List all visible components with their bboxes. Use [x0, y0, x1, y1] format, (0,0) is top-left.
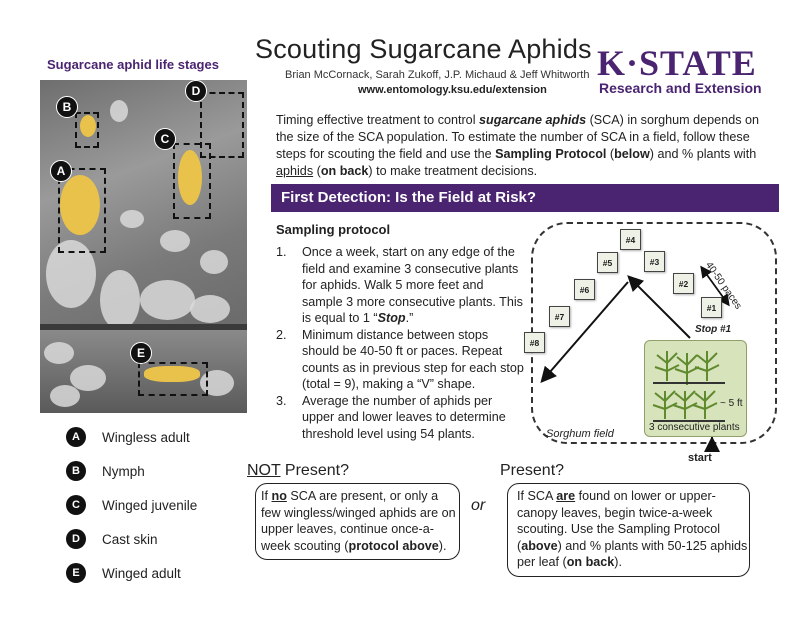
legend-letter: A — [66, 427, 86, 447]
legend-item: B Nymph — [66, 454, 246, 488]
field-label: Sorghum field — [546, 428, 614, 440]
stop-marker: #7 — [549, 306, 570, 327]
not-present-box: If no SCA are present, or only a few win… — [255, 483, 460, 560]
marker-d: D — [185, 80, 207, 102]
legend-letter: D — [66, 529, 86, 549]
marker-a: A — [50, 160, 72, 182]
corn-plant-icon — [652, 351, 725, 422]
kstate-logo-subtitle: Research and Extension — [599, 80, 762, 96]
sampling-steps: 1. Once a week, start on any edge of the… — [276, 244, 524, 442]
legend-item: A Wingless adult — [66, 420, 246, 454]
stop-marker: #2 — [673, 273, 694, 294]
not-present-title: NOT Present? — [247, 462, 349, 479]
stop-marker: #8 — [524, 332, 545, 353]
legend-letter: E — [66, 563, 86, 583]
plants-label: 3 consecutive plants — [649, 422, 740, 433]
stop-marker: #3 — [644, 251, 665, 272]
section-banner: First Detection: Is the Field at Risk? — [271, 184, 779, 212]
stop-marker: #6 — [574, 279, 595, 300]
marker-b: B — [56, 96, 78, 118]
legend-label: Winged adult — [102, 565, 181, 581]
stop-marker: #1 — [701, 297, 722, 318]
marker-c: C — [154, 128, 176, 150]
legend-label: Cast skin — [102, 531, 158, 547]
life-stages-title: Sugarcane aphid life stages — [47, 57, 219, 72]
intro-paragraph: Timing effective treatment to control su… — [276, 113, 759, 178]
plants-inset — [644, 340, 747, 437]
stop-marker: #4 — [620, 229, 641, 250]
legend-letter: B — [66, 461, 86, 481]
legend-label: Wingless adult — [102, 429, 190, 445]
legend-letter: C — [66, 495, 86, 515]
step-item: 3. Average the number of aphids per uppe… — [276, 393, 506, 441]
or-label: or — [471, 497, 486, 514]
aphid-photo: A B C D E — [40, 80, 247, 413]
sampling-title: Sampling protocol — [276, 222, 391, 237]
five-ft-label: ~ 5 ft — [720, 398, 743, 409]
stop1-label: Stop #1 — [695, 324, 732, 335]
legend-label: Nymph — [102, 463, 145, 479]
life-stage-legend: A Wingless adult B Nymph C Winged juveni… — [66, 420, 246, 590]
step-item: 1. Once a week, start on any edge of the… — [276, 245, 523, 325]
authors: Brian McCornack, Sarah Zukoff, J.P. Mich… — [285, 69, 590, 81]
step-item: 2. Minimum distance between stops should… — [276, 327, 524, 392]
present-title: Present? — [500, 462, 565, 479]
kstate-logo: K·STATE — [597, 43, 757, 83]
marker-e: E — [130, 342, 152, 364]
legend-item: C Winged juvenile — [66, 488, 246, 522]
legend-item: D Cast skin — [66, 522, 246, 556]
stop-marker: #5 — [597, 252, 618, 273]
legend-item: E Winged adult — [66, 556, 246, 590]
present-box: If SCA are found on lower or upper-canop… — [507, 483, 750, 577]
page-title: Scouting Sugarcane Aphids — [255, 34, 592, 64]
banner-title: First Detection: Is the Field at Risk? — [281, 189, 537, 206]
website-link[interactable]: www.entomology.ksu.edu/extension — [358, 84, 547, 96]
legend-label: Winged juvenile — [102, 497, 198, 513]
start-label: start — [688, 452, 712, 464]
